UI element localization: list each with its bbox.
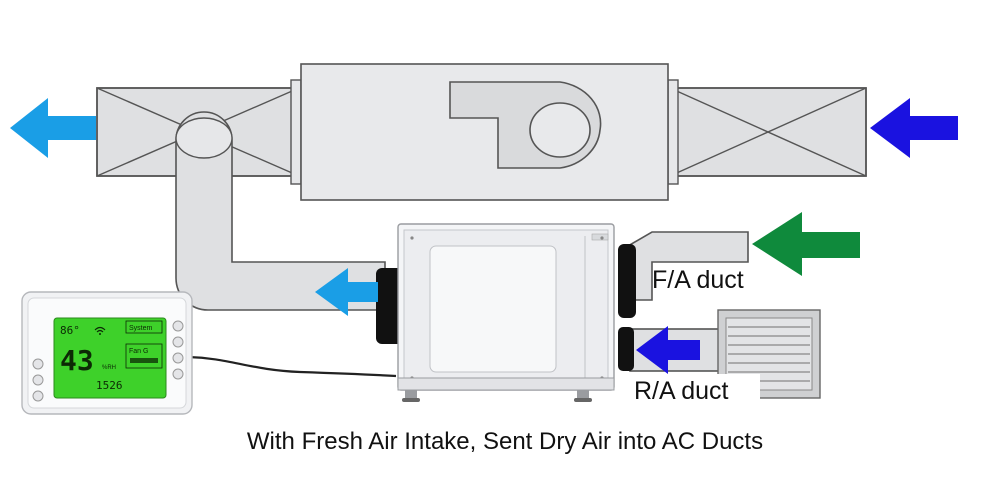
supply-duct xyxy=(175,111,386,311)
temperature-readout: 86° xyxy=(60,324,80,337)
controller-button-1[interactable] xyxy=(172,320,184,332)
humidity-readout: 43 xyxy=(60,344,94,377)
controller-button-3[interactable] xyxy=(172,352,184,364)
lcd-screen xyxy=(53,317,167,399)
setpoint-readout: 1526 xyxy=(96,379,123,392)
dehumidifier-unit xyxy=(376,223,636,402)
fan-mode-label: Fan G xyxy=(129,348,148,355)
ra-duct-label: R/A duct xyxy=(634,377,729,405)
controller-button-down[interactable] xyxy=(32,374,44,386)
diagram-caption: With Fresh Air Intake, Sent Dry Air into… xyxy=(247,428,763,455)
arrow-left-icon xyxy=(10,98,96,158)
arrow-left-icon xyxy=(315,268,378,316)
arrow-left-icon xyxy=(870,98,958,158)
controller-button-2[interactable] xyxy=(172,336,184,348)
fa-duct-label: F/A duct xyxy=(652,266,744,294)
system-mode-label: System xyxy=(129,325,153,332)
controller-button-4[interactable] xyxy=(172,368,184,380)
right-filter-section xyxy=(667,79,867,185)
humidity-unit: %RH xyxy=(102,365,116,371)
controller-button-up[interactable] xyxy=(32,358,44,370)
wifi-icon xyxy=(94,326,106,335)
fan-blower-icon xyxy=(449,81,602,169)
arrow-left-icon xyxy=(636,326,700,374)
humidity-controller: 86° System 43 %RH Fan G 1526 xyxy=(21,291,193,415)
arrow-left-icon xyxy=(752,212,860,276)
control-cable xyxy=(187,355,397,378)
controller-button-power[interactable] xyxy=(32,390,44,402)
air-handler-unit xyxy=(300,63,669,201)
